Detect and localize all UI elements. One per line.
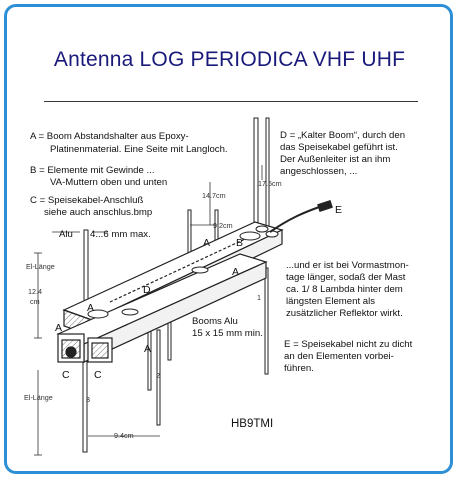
marker-a-4: A bbox=[55, 322, 62, 334]
svg-text:cm: cm bbox=[30, 297, 40, 306]
svg-text:angeschlossen, ...: angeschlossen, ... bbox=[280, 166, 357, 177]
marker-a-1: A bbox=[203, 237, 210, 249]
marker-1: 1 bbox=[257, 293, 261, 302]
svg-text:9.4cm: 9.4cm bbox=[114, 431, 134, 440]
marker-2: 2 bbox=[156, 371, 160, 380]
svg-text:Alu: Alu bbox=[59, 229, 73, 240]
svg-text:...und er ist bei Vormastmon-: ...und er ist bei Vormastmon- bbox=[286, 260, 409, 271]
svg-text:El-Länge: El-Länge bbox=[24, 393, 53, 402]
note-e: E = Speisekabel nicht zu dicht an den El… bbox=[284, 339, 413, 374]
svg-text:ca. 1/ 8 Lambda hinter dem: ca. 1/ 8 Lambda hinter dem bbox=[286, 284, 403, 295]
part-markers: A A A A A B D E C C 1 2 3 bbox=[55, 204, 342, 404]
note-c: C = Speisekabel-Anschluß siehe auch ansc… bbox=[30, 195, 152, 218]
svg-text:Booms Alu: Booms Alu bbox=[192, 316, 238, 327]
note-a: A = Boom Abstandshalter aus Epoxy- Plati… bbox=[30, 131, 228, 155]
marker-d: D bbox=[143, 284, 151, 296]
feed-cable bbox=[269, 200, 333, 233]
spacer-plates bbox=[87, 225, 279, 319]
svg-text:D = „Kalter Boom“, durch den: D = „Kalter Boom“, durch den bbox=[280, 130, 405, 141]
svg-text:Platinenmaterial. Eine Seite m: Platinenmaterial. Eine Seite mit Langloc… bbox=[50, 144, 228, 155]
dimension-lines bbox=[34, 165, 263, 456]
svg-text:A = Boom Abstandshalter aus Ep: A = Boom Abstandshalter aus Epoxy- bbox=[30, 131, 189, 142]
marker-a-5: A bbox=[144, 343, 151, 355]
dimension-labels: Alu 4...6 mm max. El-Länge 12.4 cm El-Lä… bbox=[24, 179, 282, 440]
marker-c-1: C bbox=[62, 369, 70, 381]
svg-text:längsten Element als: längsten Element als bbox=[286, 296, 375, 307]
marker-a-3: A bbox=[87, 302, 94, 314]
svg-text:führen.: führen. bbox=[284, 363, 314, 374]
lower-boom bbox=[56, 253, 268, 363]
svg-text:15 x 15 mm min.: 15 x 15 mm min. bbox=[192, 328, 263, 339]
svg-text:Der Außenleiter ist an ihm: Der Außenleiter ist an ihm bbox=[280, 154, 390, 165]
svg-text:tage länger, sodaß der Mast: tage länger, sodaß der Mast bbox=[286, 272, 406, 283]
svg-text:El-Länge: El-Länge bbox=[26, 262, 55, 271]
svg-text:C = Speisekabel-Anschluß: C = Speisekabel-Anschluß bbox=[30, 195, 143, 206]
marker-b: B bbox=[236, 237, 243, 249]
svg-text:4...6 mm max.: 4...6 mm max. bbox=[90, 229, 151, 240]
note-b: B = Elemente mit Gewinde ... VA-Muttern … bbox=[30, 165, 167, 188]
svg-text:das Speisekabel geführt ist.: das Speisekabel geführt ist. bbox=[280, 142, 398, 153]
svg-text:17.5cm: 17.5cm bbox=[258, 179, 282, 188]
marker-3: 3 bbox=[86, 395, 90, 404]
svg-text:VA-Muttern oben und unten: VA-Muttern oben und unten bbox=[50, 177, 167, 188]
note-mast: ...und er ist bei Vormastmon- tage länge… bbox=[286, 260, 409, 319]
svg-text:E = Speisekabel nicht zu dicht: E = Speisekabel nicht zu dicht bbox=[284, 339, 413, 350]
marker-a-2: A bbox=[232, 266, 239, 278]
marker-e: E bbox=[335, 204, 342, 216]
note-d: D = „Kalter Boom“, durch den das Speisek… bbox=[280, 130, 405, 177]
svg-text:zusätzlicher Reflektor wirkt.: zusätzlicher Reflektor wirkt. bbox=[286, 308, 403, 319]
svg-text:14.7cm: 14.7cm bbox=[202, 191, 226, 200]
svg-text:9.2cm: 9.2cm bbox=[213, 221, 233, 230]
svg-text:an den Elementen vorbei-: an den Elementen vorbei- bbox=[284, 351, 394, 362]
svg-text:siehe auch anschlus.bmp: siehe auch anschlus.bmp bbox=[44, 207, 152, 218]
svg-text:12.4: 12.4 bbox=[28, 287, 42, 296]
author-signature: HB9TMI bbox=[231, 418, 273, 430]
marker-c-2: C bbox=[94, 369, 102, 381]
diagram-title: Antenna LOG PERIODICA VHF UHF bbox=[53, 48, 406, 71]
title-underline bbox=[44, 101, 418, 102]
svg-text:B = Elemente mit Gewinde ...: B = Elemente mit Gewinde ... bbox=[30, 165, 155, 176]
